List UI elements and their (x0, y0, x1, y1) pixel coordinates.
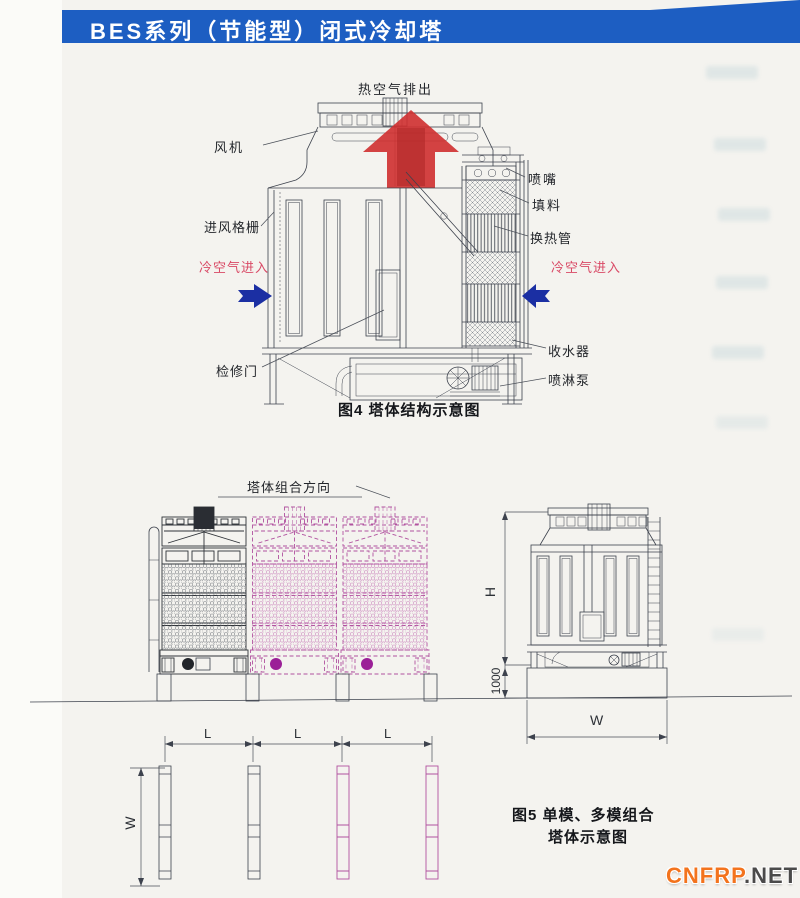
fig5-caption-line1: 图5 单模、多模组合 (512, 807, 655, 824)
fig4-leader-lines (260, 130, 547, 387)
label-fill: 填料 (532, 198, 563, 213)
module-tower-1-motor (194, 507, 214, 529)
pump-motor-shape (471, 365, 499, 391)
module-tower-1-pump (182, 658, 194, 670)
watermark-brand: CNFRP (666, 863, 744, 888)
label-water-collector: 收水器 (548, 344, 591, 359)
plan-strips-black (158, 765, 261, 880)
dim-W-front: W (590, 712, 604, 728)
module-tower-1-pump-motor (195, 657, 211, 671)
scan-smudge (712, 346, 764, 359)
direction-arrow-line (218, 485, 391, 499)
site-watermark: CNFRP.NET (666, 863, 798, 889)
dim-L2: L (294, 726, 302, 741)
module-tower-3-pump (361, 658, 373, 670)
label-nozzle: 喷嘴 (528, 172, 559, 187)
cold-air-arrow-right (522, 284, 550, 308)
dim-W-plan: W (122, 816, 138, 830)
module-tower-2-mesh (252, 564, 337, 650)
fig4-coil-column (461, 154, 529, 348)
fill-band (466, 180, 516, 214)
fig4-tower-structure (238, 97, 550, 405)
scan-smudge (716, 416, 768, 429)
dim-L1: L (204, 726, 212, 741)
label-cold-air-right: 冷空气进入 (551, 260, 622, 275)
single-tower-door (579, 611, 605, 642)
riser-pipe (148, 526, 160, 672)
concrete-piers (156, 673, 438, 702)
module-tower-3-mesh (343, 564, 427, 650)
water-basin (349, 357, 523, 401)
dim-L3: L (384, 726, 392, 741)
module-tower-1-mesh (162, 564, 246, 650)
label-hot-air-out: 热空气排出 (358, 82, 434, 97)
fig4-tower-body (267, 171, 479, 348)
label-cold-air-left: 冷空气进入 (199, 260, 270, 275)
page-title: BES系列（节能型）闭式冷却塔 (90, 19, 445, 44)
fig5-single-tower (526, 503, 668, 699)
scan-smudge (714, 138, 766, 151)
scan-smudge (716, 276, 768, 289)
label-fan: 风机 (214, 140, 245, 155)
label-access-door: 检修门 (216, 364, 259, 379)
scan-smudge (718, 208, 770, 221)
tube-band (466, 214, 516, 252)
label-direction: 塔体组合方向 (247, 480, 332, 495)
access-door-shape (375, 269, 401, 341)
fig5-caption-line2: 塔体示意图 (548, 829, 629, 846)
fig4-caption: 图4 塔体结构示意图 (338, 402, 481, 419)
plan-view (130, 736, 439, 887)
scan-smudge (706, 66, 758, 79)
ground-line (29, 695, 793, 703)
dim-H: H (482, 586, 498, 598)
dim-1000: 1000 (489, 667, 503, 695)
fig5-dimensions (502, 511, 668, 744)
label-heat-tube: 换热管 (530, 231, 573, 246)
water-collector-band (466, 322, 516, 346)
watermark-tld: .NET (743, 863, 799, 888)
page-header (62, 10, 800, 43)
fig5-module-group (148, 485, 438, 702)
fig4-base-frame (262, 347, 532, 405)
cold-air-arrow-left (238, 284, 272, 308)
label-inlet-grille: 进风格栅 (204, 220, 261, 235)
module-tower-2-pump (270, 658, 282, 670)
label-spray-pump: 喷淋泵 (548, 373, 591, 388)
spray-nozzle-header (465, 165, 517, 181)
foundation-block (526, 667, 668, 699)
hot-air-arrow (363, 110, 459, 188)
page-left-margin (0, 0, 62, 898)
ladder-rails (647, 517, 661, 647)
scan-smudge (712, 628, 764, 641)
plan-strips-pink (336, 765, 439, 880)
